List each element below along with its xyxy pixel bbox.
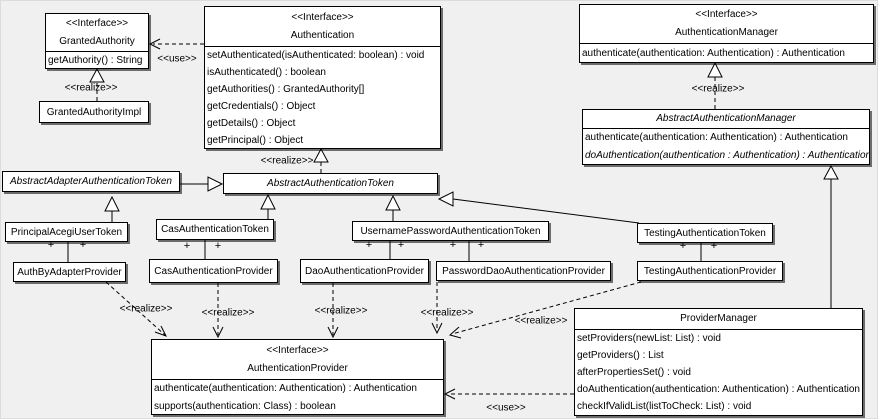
stereotype: <<Interface>>: [291, 11, 354, 23]
stereotype-label-realize-password-dao: <<realize>>: [420, 307, 474, 319]
method-row: getAuthority() : String: [48, 55, 143, 66]
class-name: AuthByAdapterProvider: [17, 266, 122, 278]
class-box-authentication: <<Interface>> Authentication setAuthenti…: [204, 6, 441, 149]
multiplicity-plus: +: [477, 239, 485, 251]
association-lines: [67, 239, 702, 262]
method-row: doAuthentication(authentication: Authent…: [577, 384, 860, 395]
method-row: getDetails() : Object: [207, 118, 296, 129]
method-row: getPrincipal() : Object: [207, 135, 304, 146]
stereotype-label-realize-granted-authority: <<realize>>: [64, 82, 118, 94]
class-box-granted-authority-impl: GrantedAuthorityImpl: [39, 101, 149, 123]
stereotype-label-realize-authentication-manager: <<realize>>: [691, 83, 745, 95]
multiplicity-plus: +: [710, 240, 718, 252]
class-box-authentication-provider: <<Interface>> AuthenticationProvider aut…: [151, 339, 444, 415]
method-row: setAuthenticated(isAuthenticated: boolea…: [207, 50, 425, 61]
method-row: getProviders() : List: [577, 350, 664, 361]
stereotype-label-realize-testing: <<realize>>: [514, 315, 568, 327]
class-box-provider-manager: ProviderManager setProviders(newList: Li…: [574, 308, 863, 416]
class-name: GrantedAuthorityImpl: [46, 106, 142, 118]
class-name: AbstractAuthenticationToken: [267, 178, 394, 189]
stereotype: <<Interface>>: [695, 9, 758, 20]
stereotype-label-use-provider-manager: <<use>>: [486, 402, 526, 414]
method-row: authenticate(authentication: Authenticat…: [582, 48, 845, 59]
class-name: TestingAuthenticationToken: [644, 227, 766, 239]
class-name: CasAuthenticationProvider: [154, 265, 273, 277]
stereotype: <<Interface>>: [65, 17, 129, 29]
class-name: DaoAuthenticationProvider: [305, 265, 424, 277]
multiplicity-plus: +: [183, 240, 191, 252]
class-name: AbstractAdapterAuthenticationToken: [10, 176, 172, 187]
method-row: isAuthenticated() : boolean: [207, 67, 326, 78]
class-name: AuthenticationManager: [675, 27, 778, 38]
class-box-dao-authentication-provider: DaoAuthenticationProvider: [300, 259, 429, 283]
class-name: ProviderManager: [680, 313, 757, 324]
generalization-lines: [111, 179, 832, 308]
class-name: UsernamePasswordAuthenticationToken: [360, 225, 541, 237]
class-box-auth-by-adapter-provider: AuthByAdapterProvider: [13, 262, 126, 282]
class-box-abstract-authentication-manager: AbstractAuthenticationManager authentica…: [582, 109, 870, 165]
method-row: setProviders(newList: List) : void: [577, 333, 721, 344]
multiplicity-plus: +: [449, 239, 457, 251]
method-row: getAuthorities() : GrantedAuthority[]: [207, 84, 365, 95]
method-row: getCredentials() : Object: [207, 101, 316, 112]
class-name: Authentication: [290, 29, 355, 41]
class-name: PrincipalAcegiUserToken: [10, 226, 123, 238]
multiplicity-plus: +: [47, 239, 55, 251]
class-box-cas-authentication-provider: CasAuthenticationProvider: [149, 259, 278, 283]
class-box-testing-authentication-token: TestingAuthenticationToken: [637, 223, 773, 243]
open-arrowheads: [148, 38, 462, 400]
class-name: AuthenticationProvider: [247, 362, 348, 374]
method-row: supports(authentication: Class) : boolea…: [154, 401, 336, 412]
class-name: TestingAuthenticationProvider: [643, 265, 777, 277]
class-box-password-dao-authentication-provider: PasswordDaoAuthenticationProvider: [436, 261, 611, 281]
stereotype: <<Interface>>: [266, 344, 329, 356]
stereotype-label-realize-abstract-token: <<realize>>: [260, 155, 314, 167]
class-box-testing-authentication-provider: TestingAuthenticationProvider: [637, 261, 783, 281]
triangle-arrowheads: [89, 61, 839, 212]
class-box-abstract-authentication-token: AbstractAuthenticationToken: [223, 173, 438, 194]
dashed-lines: [96, 43, 716, 395]
method-row: checkIfValidList(listToCheck: List) : vo…: [577, 401, 752, 412]
stereotype-label-realize-auth-by-adapter: <<realize>>: [119, 303, 173, 315]
class-box-abstract-adapter-authentication-token: AbstractAdapterAuthenticationToken: [2, 171, 180, 192]
method-row: doAuthentication(authentication : Authen…: [585, 150, 869, 161]
class-box-authentication-manager: <<Interface>> AuthenticationManager auth…: [579, 4, 874, 63]
stereotype-label-realize-dao: <<realize>>: [314, 305, 368, 317]
class-name: AbstractAuthenticationManager: [656, 113, 796, 124]
class-name: CasAuthenticationToken: [161, 224, 269, 235]
multiplicity-plus: +: [397, 239, 405, 251]
class-name: PasswordDaoAuthenticationProvider: [442, 265, 605, 277]
class-box-cas-authentication-token: CasAuthenticationToken: [156, 219, 274, 240]
stereotype-label-use-granted-authority: <<use>>: [157, 53, 197, 65]
method-row: afterPropertiesSet() : void: [577, 367, 691, 378]
method-row: authenticate(authentication: Authenticat…: [154, 383, 417, 394]
class-box-granted-authority: <<Interface>> GrantedAuthority getAuthor…: [45, 13, 149, 69]
method-row: authenticate(authentication: Authenticat…: [585, 132, 848, 143]
class-box-principal-acegi-user-token: PrincipalAcegiUserToken: [5, 222, 128, 242]
multiplicity-plus: +: [365, 239, 373, 251]
multiplicity-plus: +: [679, 240, 687, 252]
class-name: GrantedAuthority: [59, 35, 135, 47]
stereotype-label-realize-cas: <<realize>>: [201, 307, 255, 319]
multiplicity-plus: +: [214, 240, 222, 252]
multiplicity-plus: +: [79, 239, 87, 251]
class-box-username-password-authentication-token: UsernamePasswordAuthenticationToken: [352, 221, 549, 241]
